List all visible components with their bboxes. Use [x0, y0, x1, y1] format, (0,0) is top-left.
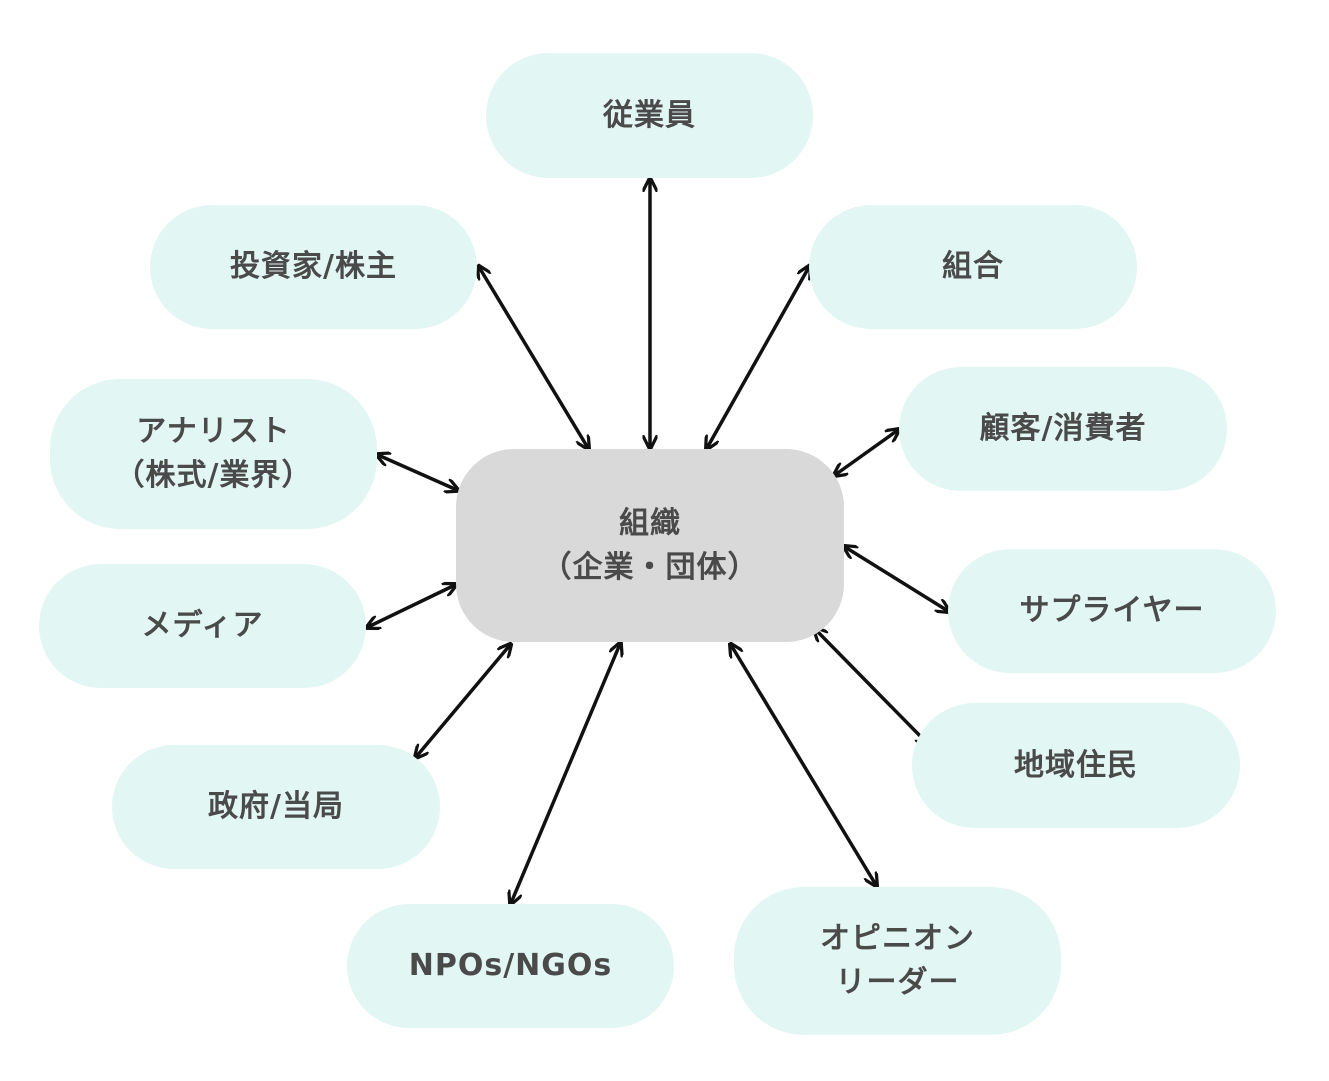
arrow-org-to-npos	[511, 644, 620, 903]
arrow-org-to-analysts	[378, 455, 457, 490]
center-node-label-line-2: （企業・団体）	[541, 549, 759, 585]
stakeholder-node-opinion-leaders: オピニオン リーダー	[734, 887, 1061, 1035]
stakeholder-label: 投資家/株主	[230, 249, 397, 284]
stakeholder-node-employees: 従業員	[486, 53, 813, 178]
stakeholder-node-analysts: アナリスト （株式/業界）	[50, 379, 377, 529]
stakeholder-label: NPOs/NGOs	[408, 948, 613, 983]
stakeholder-node-union: 組合	[809, 205, 1137, 329]
arrow-org-to-government	[416, 645, 510, 757]
stakeholder-node-customers: 顧客/消費者	[899, 367, 1227, 491]
arrow-org-to-suppliers	[845, 547, 948, 611]
stakeholder-label: 顧客/消費者	[979, 411, 1147, 446]
arrow-org-to-residents	[815, 629, 928, 744]
stakeholder-node-government: 政府/当局	[112, 745, 440, 869]
stakeholder-label: メディア	[141, 608, 264, 643]
arrow-org-to-investors	[479, 267, 588, 448]
stakeholder-node-suppliers: サプライヤー	[948, 549, 1276, 673]
stakeholder-label: 政府/当局	[208, 789, 344, 824]
stakeholder-label: 組合	[942, 249, 1004, 284]
stakeholder-node-investors: 投資家/株主	[150, 205, 477, 329]
stakeholder-label: 従業員	[603, 97, 696, 133]
arrow-org-to-union	[707, 267, 809, 448]
stakeholder-node-media: メディア	[39, 564, 366, 688]
stakeholder-label-line-1: オピニオン	[820, 921, 975, 956]
stakeholder-label-line-2: （株式/業界）	[114, 458, 313, 493]
stakeholder-label: サプライヤー	[1019, 593, 1205, 628]
stakeholder-label-line-1: アナリスト	[136, 414, 291, 449]
arrow-org-to-customers	[835, 430, 898, 475]
stakeholder-node-residents: 地域住民	[912, 703, 1240, 828]
center-node-organization: 組織 （企業・団体）	[456, 449, 844, 642]
center-node-label-line-1: 組織	[619, 505, 681, 541]
stakeholder-label: 地域住民	[1014, 747, 1138, 783]
arrow-org-to-media	[368, 585, 455, 627]
arrow-org-to-opinion-leaders	[731, 645, 876, 885]
stakeholder-label-line-2: リーダー	[835, 965, 960, 1000]
stakeholder-node-npos: NPOs/NGOs	[347, 904, 674, 1028]
